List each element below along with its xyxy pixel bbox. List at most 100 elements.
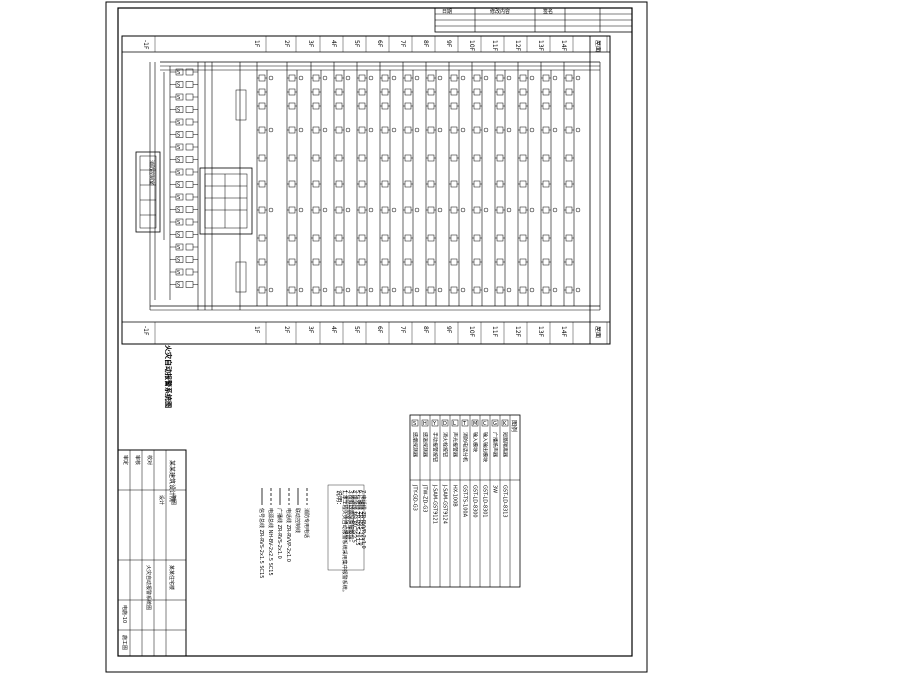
detector-device (311, 180, 321, 188)
detector-device (287, 234, 297, 242)
title-drawing-no: 电施-10 (121, 605, 128, 623)
detector-device (403, 74, 420, 82)
floor-label-bottom: 5F (353, 326, 360, 334)
device-symbol: S (177, 70, 180, 76)
floor-label-bottom: 6F (376, 326, 383, 334)
detector-device (495, 102, 505, 110)
detector-device (495, 180, 505, 188)
detector-device (564, 154, 574, 162)
floor-label-top: 9F (445, 40, 452, 48)
legend-symbol-box (451, 419, 459, 427)
legend-name: 输入模块 (472, 432, 479, 452)
riser-columns (256, 62, 581, 306)
detector-device (334, 126, 351, 134)
floor-label-bottom: 1F (253, 326, 260, 334)
title-stage: 施工图 (121, 635, 128, 650)
detector-device (357, 88, 367, 96)
note-line: 5.信号线 ZR-RVS-2x1.5 (354, 490, 361, 546)
detector-device (426, 126, 443, 134)
floor-riser (471, 62, 489, 306)
detector-device (380, 234, 390, 242)
device-symbol: S (177, 95, 180, 101)
floor-riser (563, 62, 581, 306)
floor-label-bottom: 11F (491, 326, 498, 338)
detector-device (426, 102, 436, 110)
legend-line-label: 联动控制线 (294, 508, 301, 533)
legend-name: 输入输出模块 (482, 432, 489, 462)
legend-symbol-box (461, 419, 469, 427)
detector-device (334, 286, 351, 294)
detector-device (357, 74, 374, 82)
floor-riser (333, 62, 351, 306)
detector-device (334, 206, 351, 214)
basement-device: S (170, 206, 198, 214)
legend-symbol: T (462, 421, 467, 427)
detector-device (472, 102, 482, 110)
detector-device (472, 74, 489, 82)
basement-device: S (170, 231, 198, 239)
legend-symbol-box (421, 419, 429, 427)
title-role: 审核 (134, 455, 141, 465)
detector-device (518, 126, 535, 134)
detector-device (380, 258, 390, 266)
detector-device (518, 154, 528, 162)
floor-label-top: 2F (283, 40, 290, 48)
detector-device (287, 126, 304, 134)
detector-device (380, 154, 390, 162)
detector-device (287, 206, 304, 214)
revision-header-content: 修改内容 (490, 8, 510, 15)
floor-grid (154, 36, 608, 344)
legend-model: 3W (492, 485, 498, 493)
detector-device (449, 286, 466, 294)
legend-model: J-SAM-GST9124 (442, 484, 448, 524)
legend-line-label: 消防专用电话 (303, 508, 310, 538)
detector-device (541, 88, 551, 96)
basement-device: S (170, 93, 198, 101)
note-line: 2.消防控制室设于首层。 (344, 490, 351, 545)
detector-device (426, 234, 436, 242)
legend-symbol: G (493, 421, 497, 427)
floor-riser (379, 62, 397, 306)
detector-device (564, 102, 574, 110)
detector-device (403, 234, 413, 242)
floor-riser (402, 62, 420, 306)
detector-device (380, 88, 390, 96)
detector-device (357, 102, 367, 110)
floor-label-top: 4F (330, 40, 337, 48)
detector-device (541, 74, 558, 82)
title-project: 某某住宅楼 (168, 565, 175, 590)
detector-device (257, 234, 267, 242)
basement-device: S (170, 131, 198, 139)
legend-name: 感温探测器 (422, 432, 429, 457)
detector-device (426, 286, 443, 294)
detector-device (541, 258, 551, 266)
basement-device: S (170, 143, 198, 151)
notes-block: 说明： 1.本工程火灾自动报警系统采用集中报警系统。2.消防控制室设于首层。3.… (327, 484, 367, 595)
detector-device (334, 74, 351, 82)
basement-device: S (170, 81, 198, 89)
device-symbol: S (177, 108, 180, 114)
revision-table: 日期 修改内容 签名 (434, 7, 633, 33)
detector-device (564, 88, 574, 96)
detector-device (403, 180, 413, 188)
note-line: 3.所有线路穿管暗敷设。 (347, 490, 354, 545)
floor-label-top: 屋面 (594, 40, 601, 52)
detector-device (334, 234, 344, 242)
detector-device (472, 154, 482, 162)
detector-device (449, 234, 459, 242)
legend-name: 手动报警按钮 (432, 432, 439, 462)
detector-device (449, 154, 459, 162)
legend-name: 感烟探测器 (412, 432, 419, 457)
detector-device (541, 234, 551, 242)
revision-header-sign: 签名 (543, 8, 553, 15)
detector-device (449, 126, 466, 134)
detector-device (311, 74, 328, 82)
basement-device: S (170, 156, 198, 164)
detector-device (472, 234, 482, 242)
detector-device (403, 154, 413, 162)
